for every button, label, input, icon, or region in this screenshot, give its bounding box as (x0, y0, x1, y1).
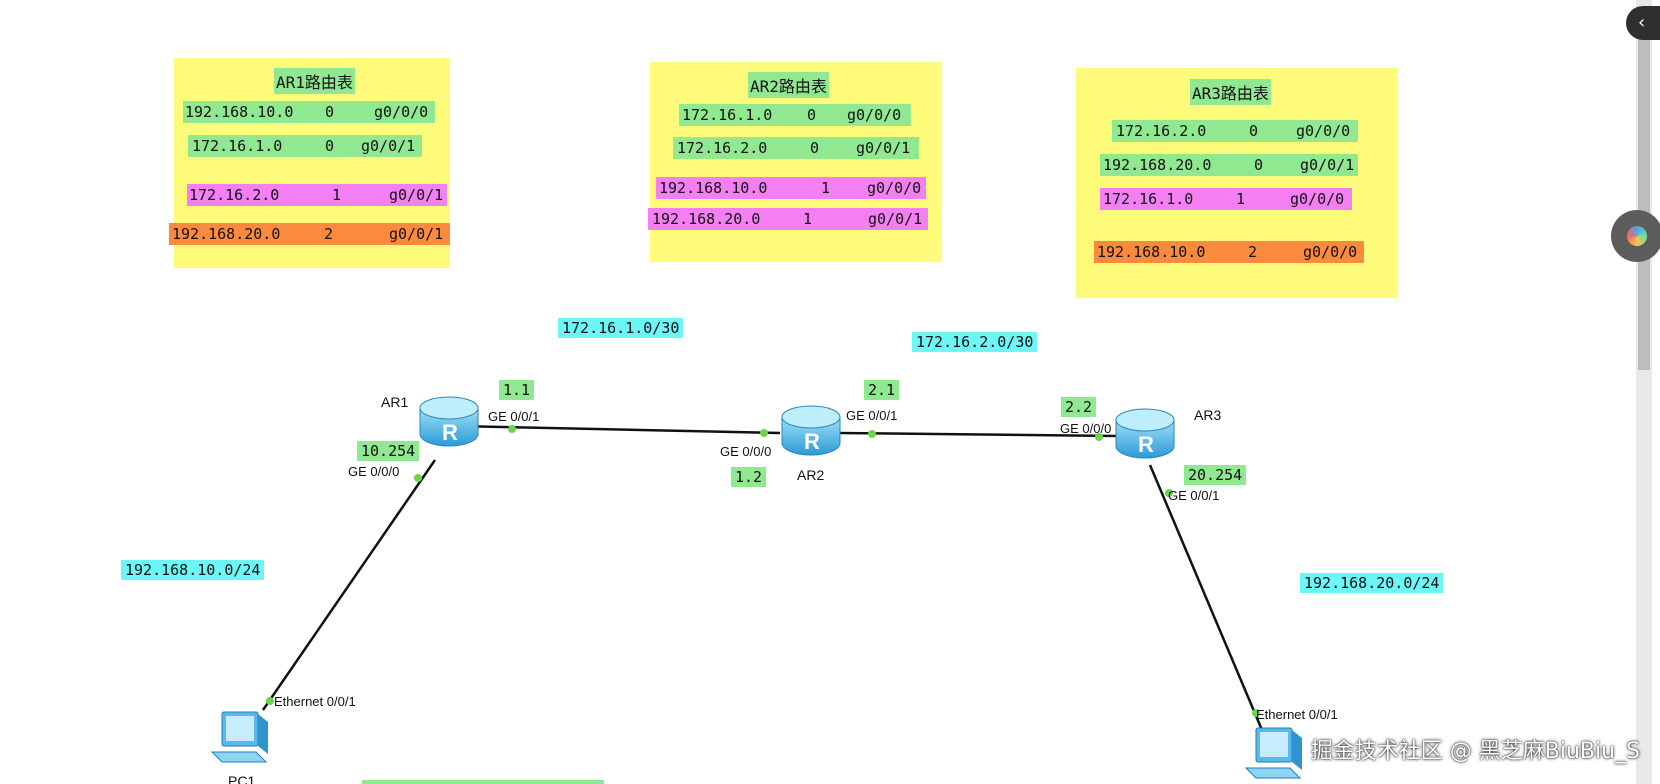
device-name-ar3: AR3 (1194, 407, 1222, 423)
port-dot (266, 697, 274, 705)
port-dot (1252, 709, 1260, 717)
device-name-pc1: PC1 (228, 773, 256, 784)
ar2-route-title: AR2路由表 (748, 72, 829, 98)
collapse-tab[interactable] (1626, 6, 1660, 40)
svg-text:R: R (804, 429, 820, 454)
port-dot (508, 425, 516, 433)
port-label-ar2-ge000: GE 0/0/0 (720, 444, 772, 459)
pc2-icon[interactable] (1242, 724, 1314, 784)
ip-label-ar3-g000: 2.2 (1061, 397, 1097, 417)
router-ar3-icon[interactable]: R (1114, 406, 1176, 462)
assistant-logo-icon (1627, 226, 1647, 246)
port-label-ar2-ge001: GE 0/0/1 (846, 408, 898, 423)
subnet-label-172-16-1: 172.16.1.0/30 (558, 318, 684, 338)
subnet-label-192-168-10: 192.168.10.0/24 (121, 560, 265, 580)
subnet-label-192-168-20: 192.168.20.0/24 (1300, 573, 1444, 593)
port-label-ar3-ge001: GE 0/0/1 (1168, 488, 1220, 503)
port-dot (414, 474, 422, 482)
router-ar2-icon[interactable]: R (780, 403, 842, 459)
ar2-route-note[interactable]: AR2路由表 (650, 62, 942, 262)
scrollbar-thumb[interactable] (1638, 40, 1650, 370)
port-label-ar1-ge001: GE 0/0/1 (488, 409, 540, 424)
ip-label-ar1-g000: 10.254 (357, 441, 420, 461)
device-name-ar2: AR2 (797, 467, 825, 483)
port-dot (760, 429, 768, 437)
port-dot (868, 430, 876, 438)
port-dot (1095, 433, 1103, 441)
link-ar3-pc2 (1148, 464, 1264, 731)
chevron-left-icon: ‹ (1638, 12, 1646, 33)
ip-label-ar2-g001: 2.1 (864, 380, 900, 400)
port-dot (1165, 489, 1173, 497)
bottom-partial-label (362, 780, 604, 784)
ip-label-ar2-g000: 1.2 (731, 467, 767, 487)
svg-text:R: R (1138, 432, 1154, 457)
device-name-ar1: AR1 (381, 394, 409, 410)
ar3-route-note[interactable]: AR3路由表 (1076, 68, 1398, 298)
ip-label-ar1-g001: 1.1 (499, 380, 535, 400)
router-ar1-icon[interactable]: R (418, 394, 480, 450)
port-label-pc2-eth: Ethernet 0/0/1 (1256, 707, 1338, 722)
port-label-ar3-ge000: GE 0/0/0 (1060, 421, 1112, 436)
port-label-ar1-ge000: GE 0/0/0 (348, 464, 400, 479)
ar3-route-title: AR3路由表 (1190, 79, 1271, 105)
subnet-label-172-16-2: 172.16.2.0/30 (912, 332, 1038, 352)
svg-text:R: R (442, 420, 458, 445)
watermark: 掘金技术社区 @ 黑芝麻BiuBiu_S (1310, 739, 1640, 764)
port-label-pc1-eth: Ethernet 0/0/1 (274, 694, 356, 709)
ar1-route-title: AR1路由表 (274, 68, 355, 94)
ip-label-ar3-g001: 20.254 (1184, 465, 1247, 485)
link-ar2-ar3 (839, 431, 1119, 438)
link-ar1-ar2 (454, 424, 781, 435)
link-ar1-pc1 (261, 459, 437, 711)
pc1-icon[interactable] (208, 708, 280, 774)
